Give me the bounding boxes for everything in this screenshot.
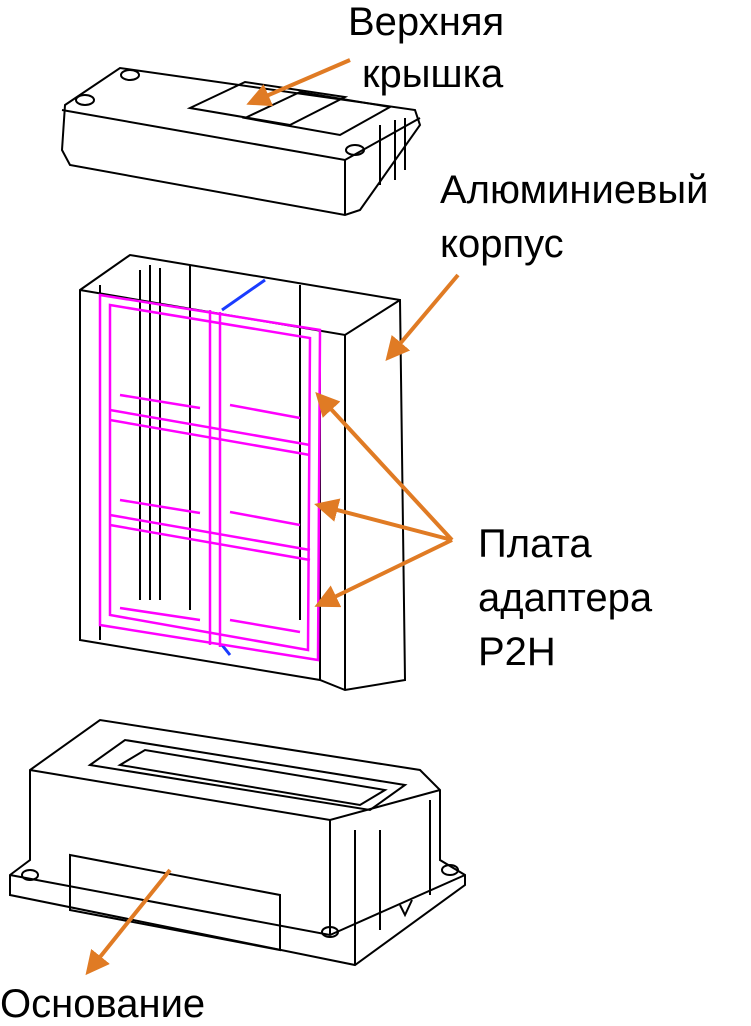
label-base: Основание [0, 982, 206, 1026]
arrow-board-2 [314, 498, 453, 542]
label-housing-1: Алюминиевый [440, 168, 709, 212]
label-board-2: адаптера [478, 576, 653, 620]
label-board-1: Плата [478, 522, 592, 566]
arrow-base [85, 868, 172, 976]
base-drawing [9, 718, 466, 967]
label-board-3: P2H [478, 630, 556, 674]
arrow-housing [385, 273, 460, 362]
label-top-cover-2: крышка [362, 52, 504, 96]
label-housing-2: корпус [440, 222, 564, 266]
label-top-cover-1: Верхняя [348, 0, 505, 44]
arrow-board-3 [314, 538, 453, 608]
arrow-board-1 [315, 392, 454, 542]
aluminum-housing-drawing [79, 253, 407, 692]
adapter-board-drawing [98, 293, 322, 662]
arrow-top-cover [246, 58, 351, 107]
top-cover-drawing [60, 66, 422, 217]
